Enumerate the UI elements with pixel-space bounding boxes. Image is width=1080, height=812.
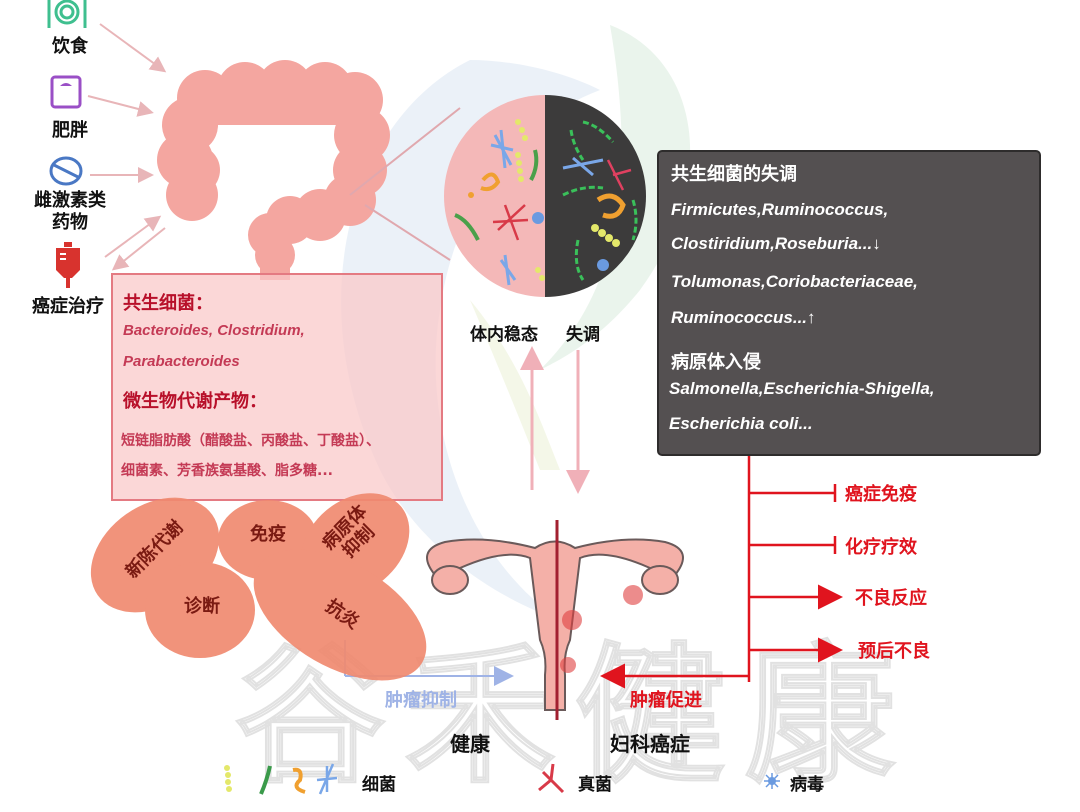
scale-icon xyxy=(50,75,82,113)
pill-icon xyxy=(48,155,84,191)
dysbiosis-title: 共生细菌的失调 xyxy=(671,164,797,185)
dysbiosis-line4: Ruminococcus...↑ xyxy=(671,308,816,327)
factor-estrogen-label: 雌激素类 药物 xyxy=(20,190,120,234)
bacteria-spiral-icon xyxy=(292,767,306,794)
metabolites-line1: 短链脂肪酸（醋酸盐、丙酸盐、丁酸盐）、 xyxy=(121,433,380,449)
bacteria-rod-blue-icon xyxy=(490,129,514,169)
commensal-title: 共生细菌： xyxy=(123,293,213,314)
homeostasis-label: 体内稳态 xyxy=(470,325,538,345)
fungi-icon xyxy=(538,763,565,794)
bacteria-cocci-icon xyxy=(224,765,232,792)
metabolites-line2: 细菌素、芳香族氨基酸、脂多糖... xyxy=(121,463,333,479)
legend-virus-label: 病毒 xyxy=(790,775,824,795)
commensal-bacteria-box: 共生细菌： Bacteroides, Clostridium, Parabact… xyxy=(111,273,443,501)
outcome-cancer-immunity: 癌症免疫 xyxy=(845,484,917,505)
utensils-icon xyxy=(45,0,89,34)
outcome-adverse-reactions: 不良反应 xyxy=(855,588,927,609)
dysbiosis-label: 失调 xyxy=(566,325,600,345)
tumor-suppress-label: 肿瘤抑制 xyxy=(385,690,457,711)
bacteria-legend-icons xyxy=(224,763,338,795)
function-diagnosis: 诊断 xyxy=(184,596,220,617)
healthy-label: 健康 xyxy=(450,732,490,756)
colon-illustration xyxy=(157,60,390,280)
outcome-poor-prognosis: 预后不良 xyxy=(858,641,930,662)
commensal-bacteria-line1: Bacteroides, Clostridium, xyxy=(123,322,305,339)
virus-icon xyxy=(764,773,780,789)
legend-bacteria-label: 细菌 xyxy=(362,775,396,795)
pathogen-line2: Escherichia coli... xyxy=(669,414,813,433)
function-immunity: 免疫 xyxy=(250,524,286,545)
pathogen-title: 病原体入侵 xyxy=(671,352,761,373)
dysbiosis-line3: Tolumonas,Coriobacteriaceae, xyxy=(671,272,918,291)
factor-obesity-label: 肥胖 xyxy=(52,120,88,141)
dysbiosis-box: 共生细菌的失调 Firmicutes,Ruminococcus, Clostir… xyxy=(657,150,1041,456)
factor-estrogen-line1: 雌激素类 xyxy=(34,190,106,211)
iv-bag-icon xyxy=(52,242,84,294)
outcome-chemo-efficacy: 化疗疗效 xyxy=(845,537,917,558)
factor-diet-label: 饮食 xyxy=(52,36,88,57)
uterus-illustration xyxy=(426,520,684,720)
commensal-bacteria-line2: Parabacteroides xyxy=(123,353,240,370)
factor-estrogen-line2: 药物 xyxy=(52,212,88,233)
pathogen-line1: Salmonella,Escherichia-Shigella, xyxy=(669,379,935,398)
legend-fungi-label: 真菌 xyxy=(578,775,612,795)
microbiome-circle xyxy=(444,95,646,297)
gyn-cancer-label: 妇科癌症 xyxy=(610,732,690,756)
bacteria-filament-icon xyxy=(316,763,338,795)
dysbiosis-line1: Firmicutes,Ruminococcus, xyxy=(671,200,889,219)
tumor-promote-label: 肿瘤促进 xyxy=(630,690,702,711)
factor-cancer-treatment-label: 癌症治疗 xyxy=(32,296,104,317)
metabolites-title: 微生物代谢产物： xyxy=(123,391,267,412)
dysbiosis-line2: Clostiridium,Roseburia...↓ xyxy=(671,234,881,253)
bacteria-rod-icon xyxy=(259,765,272,795)
